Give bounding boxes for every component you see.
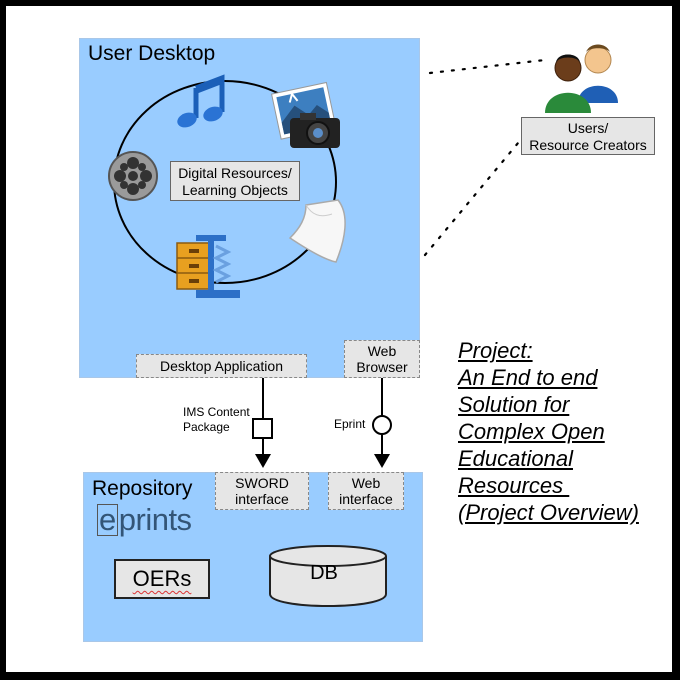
project-line-2: An End to end <box>458 365 598 390</box>
digital-resources-line1: Digital Resources/ <box>178 165 292 181</box>
web-browser-line1: Web <box>367 343 397 359</box>
ims-line1: IMS Content <box>183 405 250 419</box>
web-interface-line2: interface <box>339 491 393 507</box>
ims-line2: Package <box>183 420 230 434</box>
project-line-7: (Project Overview) <box>458 500 639 525</box>
ims-content-package-label: IMS Content Package <box>183 405 250 435</box>
web-interface-box[interactable]: Web interface <box>328 472 404 510</box>
user-desktop-panel <box>79 38 420 378</box>
web-browser-box[interactable]: Web Browser <box>344 340 420 378</box>
dotted-link-top <box>428 58 547 75</box>
oers-box: OERs <box>114 559 210 599</box>
desktop-application-label: Desktop Application <box>160 358 283 374</box>
music-note-icon <box>177 74 225 128</box>
ims-package-square-icon <box>252 418 273 439</box>
eprints-logo-text: prints <box>118 502 192 537</box>
db-label: DB <box>310 562 338 584</box>
eprint-label: Eprint <box>334 417 366 431</box>
oers-label: OERs <box>132 566 192 591</box>
eprints-logo-e: e <box>97 502 118 537</box>
document-page-icon <box>288 199 346 263</box>
sword-interface-box[interactable]: SWORD interface <box>215 472 309 510</box>
dotted-link-bottom <box>423 123 535 257</box>
eprints-logo: eprints <box>97 502 192 538</box>
project-overview-text: Project: An End to end Solution for Comp… <box>458 337 639 526</box>
sword-line2: interface <box>235 491 289 507</box>
project-line-5: Educational <box>458 446 573 471</box>
repository-title: Repository <box>92 477 193 500</box>
camera-photo-icon <box>271 81 340 148</box>
desktop-application-box[interactable]: Desktop Application <box>136 354 307 378</box>
users-group-icon <box>545 44 618 113</box>
users-label: Users/ Resource Creators <box>521 117 655 155</box>
user-desktop-title: User Desktop <box>88 42 216 65</box>
digital-resources-line2: Learning Objects <box>182 182 288 198</box>
db-cylinder <box>269 545 387 607</box>
sword-line1: SWORD <box>235 475 289 491</box>
project-line-4: Complex Open <box>458 419 605 444</box>
web-interface-line1: Web <box>351 475 381 491</box>
digital-resources-label: Digital Resources/ Learning Objects <box>170 161 300 201</box>
users-label-line1: Users/ <box>567 120 609 136</box>
film-reel-icon <box>108 151 158 201</box>
archive-compress-icon <box>176 235 240 298</box>
project-line-1: Project: <box>458 338 533 363</box>
eprint-circle-icon <box>372 415 392 435</box>
users-label-line2: Resource Creators <box>529 137 647 153</box>
project-line-3: Solution for <box>458 392 570 417</box>
project-line-6: Resources <box>458 473 570 498</box>
web-browser-line2: Browser <box>356 359 408 375</box>
